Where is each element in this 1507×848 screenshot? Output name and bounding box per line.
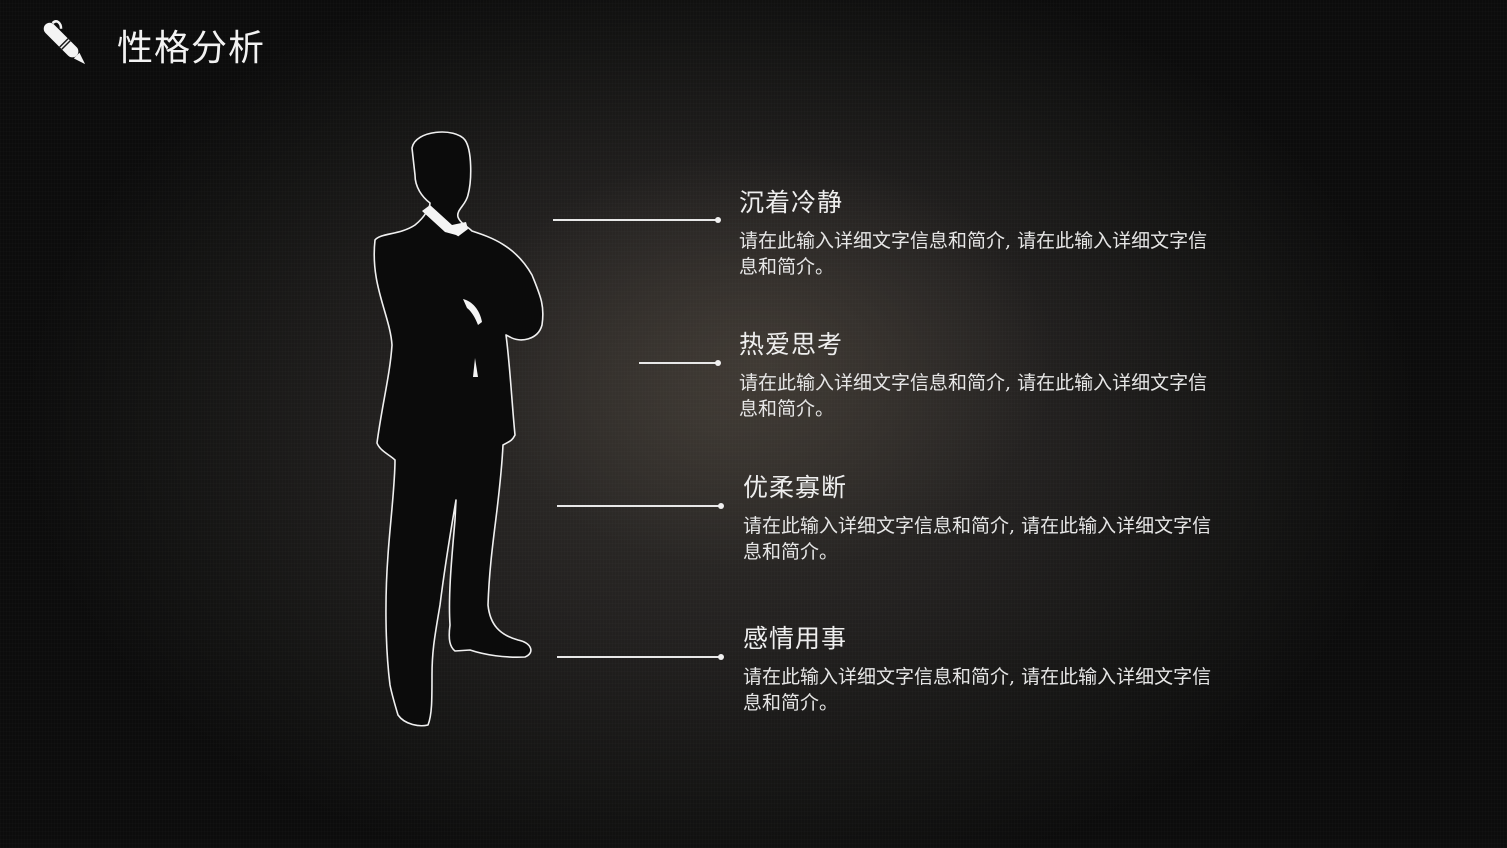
- businessman-silhouette-icon: [373, 131, 544, 727]
- trait-item-4: 感情用事 请在此输入详细文字信息和简介, 请在此输入详细文字信息和简介。: [743, 624, 1223, 716]
- trait-title: 优柔寡断: [743, 473, 848, 502]
- pen-icon: [43, 20, 86, 65]
- trait-item-2: 热爱思考 请在此输入详细文字信息和简介, 请在此输入详细文字信息和简介。: [739, 330, 1219, 422]
- trait-title: 热爱思考: [739, 330, 844, 359]
- trait-title: 沉着冷静: [739, 188, 844, 217]
- connector-dot: [715, 217, 721, 223]
- connector-dot: [718, 503, 724, 509]
- connector-line-3: [557, 503, 724, 509]
- page-header: 性格分析: [38, 18, 265, 72]
- trait-description: 请在此输入详细文字信息和简介, 请在此输入详细文字信息和简介。: [739, 230, 1208, 278]
- trait-description: 请在此输入详细文字信息和简介, 请在此输入详细文字信息和简介。: [743, 515, 1212, 563]
- trait-description: 请在此输入详细文字信息和简介, 请在此输入详细文字信息和简介。: [739, 372, 1208, 420]
- connector-dot: [715, 360, 721, 366]
- trait-item-1: 沉着冷静 请在此输入详细文字信息和简介, 请在此输入详细文字信息和简介。: [739, 188, 1219, 280]
- trait-title: 感情用事: [743, 624, 848, 653]
- connector-line-4: [557, 654, 724, 660]
- trait-description: 请在此输入详细文字信息和简介, 请在此输入详细文字信息和简介。: [743, 666, 1212, 714]
- connector-line-2: [639, 360, 721, 366]
- connector-line-1: [553, 217, 721, 223]
- trait-item-3: 优柔寡断 请在此输入详细文字信息和简介, 请在此输入详细文字信息和简介。: [743, 473, 1223, 565]
- connector-dot: [718, 654, 724, 660]
- page-title: 性格分析: [117, 28, 266, 69]
